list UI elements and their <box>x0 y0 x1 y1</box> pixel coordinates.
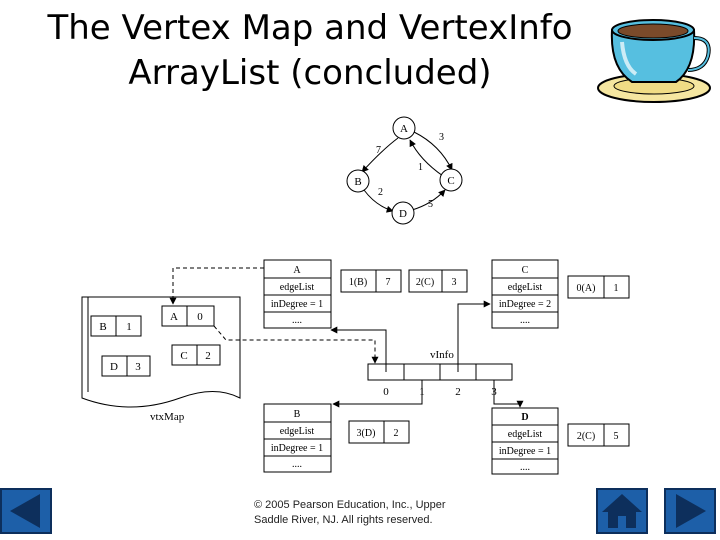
vinfo-array: vInfo 0 1 2 3 <box>367 349 513 398</box>
arrow-right-icon[interactable] <box>664 488 716 534</box>
edge-node-b-1-dest: 3(D) <box>357 428 376 439</box>
edge-a-b <box>361 137 399 173</box>
vertexinfo-b-name: B <box>294 409 301 420</box>
edge-node-c-1-dest: 0(A) <box>577 283 596 294</box>
vertexinfo-c-dots: .... <box>520 315 530 326</box>
vertexinfo-a-indegree: inDegree = 1 <box>271 299 323 310</box>
vertexinfo-d-dots: .... <box>520 462 530 473</box>
vertex-c <box>439 168 463 192</box>
edge-d-c <box>411 189 446 211</box>
vertexinfo-d-edgelist: edgeList <box>508 429 543 440</box>
vertexinfo-b-edgelist: edgeList <box>280 426 315 437</box>
home-icon[interactable] <box>596 488 648 534</box>
footer-line-2: Saddle River, NJ. All rights reserved. <box>254 514 433 526</box>
vertexinfo-d-indegree: inDegree = 1 <box>499 446 551 457</box>
weight-a-c: 3 <box>439 132 444 143</box>
vertexinfo-c-indegree: inDegree = 2 <box>499 299 551 310</box>
vertex-b <box>346 169 370 193</box>
weight-b-d: 2 <box>378 187 383 198</box>
vinfo-label: vInfo <box>430 349 454 361</box>
vertexinfo-a-name: A <box>293 265 301 276</box>
vertexinfo-a-edgelist: edgeList <box>280 282 315 293</box>
slide-title: The Vertex Map and VertexInfo ArrayList … <box>0 6 620 96</box>
edge-node-b-1-weight: 2 <box>394 428 399 439</box>
edge-a-c <box>413 131 453 171</box>
edge-node-a-1-dest: 1(B) <box>349 277 367 288</box>
vertexinfo-b-indegree: inDegree = 1 <box>271 443 323 454</box>
vtxmap-key-b: B <box>99 321 106 333</box>
weight-d-c: 5 <box>428 199 433 210</box>
vtx-map: B 1 A 0 C 2 D 3 vtxMap <box>81 296 241 423</box>
weight-a-b: 7 <box>376 145 381 156</box>
edge-b-d <box>363 189 394 213</box>
edge-node-a-2-weight: 3 <box>452 277 457 288</box>
teacup-icon <box>597 19 711 103</box>
vertex-b-label: B <box>354 176 361 188</box>
arrow-left-icon[interactable] <box>0 488 52 534</box>
vtxmap-key-a: A <box>170 311 178 323</box>
edge-node-a-1-weight: 7 <box>386 277 391 288</box>
title-line-1: The Vertex Map and VertexInfo <box>47 8 573 48</box>
vtxmap-label: vtxMap <box>150 411 185 423</box>
pointers <box>169 267 524 408</box>
vertexinfo-d-name: D <box>521 412 528 423</box>
vertexinfo-b-dots: .... <box>292 459 302 470</box>
vinfo-index-2: 2 <box>455 386 461 398</box>
vertexinfo-a: A edgeList inDegree = 1 .... 1(B) 7 2(C)… <box>263 259 468 329</box>
vertexinfo-a-dots: .... <box>292 315 302 326</box>
title-line-2: ArrayList (concluded) <box>128 53 492 93</box>
footer-line-1: © 2005 Pearson Education, Inc., Upper <box>254 499 446 511</box>
vertex-d-label: D <box>399 208 407 220</box>
graph: A B C D 7 3 1 2 5 <box>346 116 463 225</box>
vertexinfo-b: B edgeList inDegree = 1 .... 3(D) 2 <box>263 403 410 473</box>
edge-node-a-2-dest: 2(C) <box>416 277 434 288</box>
vtxmap-key-d: D <box>110 361 118 373</box>
edge-node-d-1-weight: 5 <box>614 431 619 442</box>
vertex-a-label: A <box>400 123 408 135</box>
weight-c-a: 1 <box>418 162 423 173</box>
vtxmap-key-c: C <box>180 350 187 362</box>
edge-node-d-1-dest: 2(C) <box>577 431 595 442</box>
vertexinfo-c-name: C <box>522 265 529 276</box>
edge-c-a <box>409 139 444 177</box>
vtxmap-value-b: 1 <box>126 321 132 333</box>
vtxmap-value-c: 2 <box>205 350 211 362</box>
vertexinfo-c: C edgeList inDegree = 2 .... 0(A) 1 <box>491 259 630 329</box>
copyright-footer: © 2005 Pearson Education, Inc., Upper Sa… <box>254 498 494 528</box>
vtxmap-value-d: 3 <box>135 361 141 373</box>
vinfo-index-0: 0 <box>383 386 389 398</box>
vertexinfo-c-edgelist: edgeList <box>508 282 543 293</box>
vertex-c-label: C <box>447 175 454 187</box>
vertexinfo-d: D edgeList inDegree = 1 .... 2(C) 5 <box>491 407 630 475</box>
vertex-d <box>391 201 415 225</box>
vertex-a <box>392 116 416 140</box>
vtxmap-value-a: 0 <box>197 311 203 323</box>
edge-node-c-1-weight: 1 <box>614 283 619 294</box>
